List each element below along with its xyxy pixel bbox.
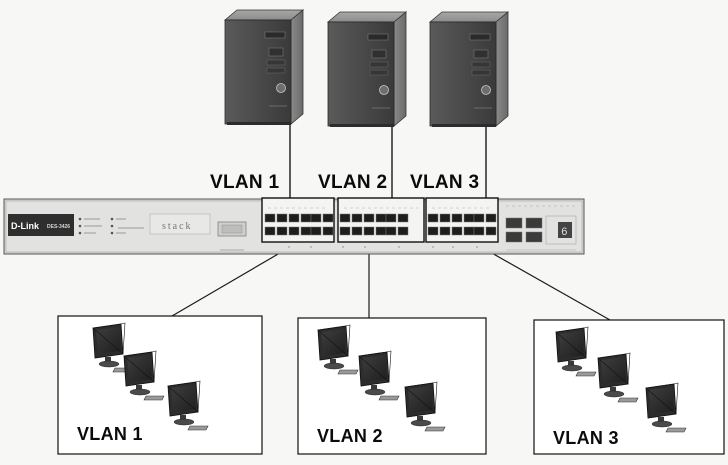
workstation-group-vlan-2: [297, 317, 487, 455]
vlan-3-top-label: VLAN 3: [410, 172, 480, 193]
svg-text:x: x: [452, 244, 454, 249]
server-vlan-3: [429, 11, 509, 128]
svg-text:x: x: [364, 244, 366, 249]
svg-text:x: x: [342, 244, 344, 249]
workstation-group-vlan-1: [57, 315, 263, 455]
uplink-ports: 6: [505, 205, 577, 251]
vlan-2-group-label: VLAN 2: [317, 426, 383, 446]
switch-brand-label: D-Link: [11, 221, 39, 231]
svg-text:x: x: [432, 244, 434, 249]
svg-text:x: x: [476, 244, 478, 249]
vlan-1-group-label: VLAN 1: [77, 424, 143, 444]
network-switch: stack x x x x x x x x: [3, 197, 585, 255]
vlan-1-top-label: VLAN 1: [210, 172, 280, 193]
port-group-vlan-3: [425, 197, 499, 243]
server-vlan-1: [224, 9, 304, 126]
switch-model-label: DES-3426: [47, 224, 71, 230]
switch-logo: [8, 214, 74, 236]
svg-text:x: x: [310, 244, 312, 249]
port-group-vlan-1: [261, 197, 335, 243]
vlan-3-group-label: VLAN 3: [553, 428, 619, 448]
port-group-vlan-2: [337, 197, 425, 243]
server-vlan-2: [327, 11, 407, 128]
vlan-2-top-label: VLAN 2: [318, 172, 388, 193]
svg-text:6: 6: [561, 227, 568, 239]
svg-text:x: x: [288, 244, 290, 249]
switch-status-leds: [78, 217, 144, 235]
svg-text:stack: stack: [162, 221, 193, 232]
svg-text:x: x: [398, 244, 400, 249]
workstation-group-cables: [171, 249, 611, 321]
workstation-group-vlan-3: [533, 319, 725, 455]
